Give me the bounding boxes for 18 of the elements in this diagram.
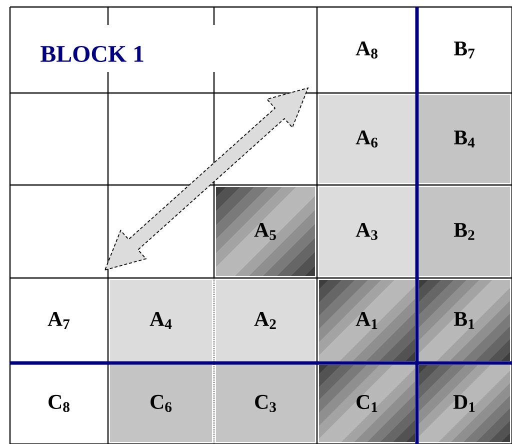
table-cell: A$_{3}$ [319, 187, 415, 276]
table-cell: B$_{4}$ [419, 95, 510, 183]
table-cell: A$_{8}$ [356, 41, 378, 59]
table-cell: A$_{4}$ [110, 280, 212, 361]
table-cell: A$_{2}$ [216, 280, 315, 361]
table-cell: B$_{2}$ [419, 187, 510, 276]
table-cell: C$_{6}$ [110, 365, 212, 442]
table-cell: A$_{1}$ [319, 280, 415, 361]
table-cell: D$_{1}$ [419, 365, 510, 442]
table-cell: C$_{1}$ [319, 365, 415, 442]
table-cell: B$_{1}$ [419, 280, 510, 361]
table-cell: C$_{3}$ [216, 365, 315, 442]
table-cell: A$_{7}$ [48, 312, 70, 329]
table-cell: C$_{8}$ [48, 394, 70, 412]
table-cell: A$_{5}$ [216, 187, 315, 276]
table-cell: A$_{6}$ [319, 95, 415, 183]
table-cell: B$_{7}$ [454, 42, 475, 58]
title-text: BLOCK 1 [40, 46, 144, 62]
